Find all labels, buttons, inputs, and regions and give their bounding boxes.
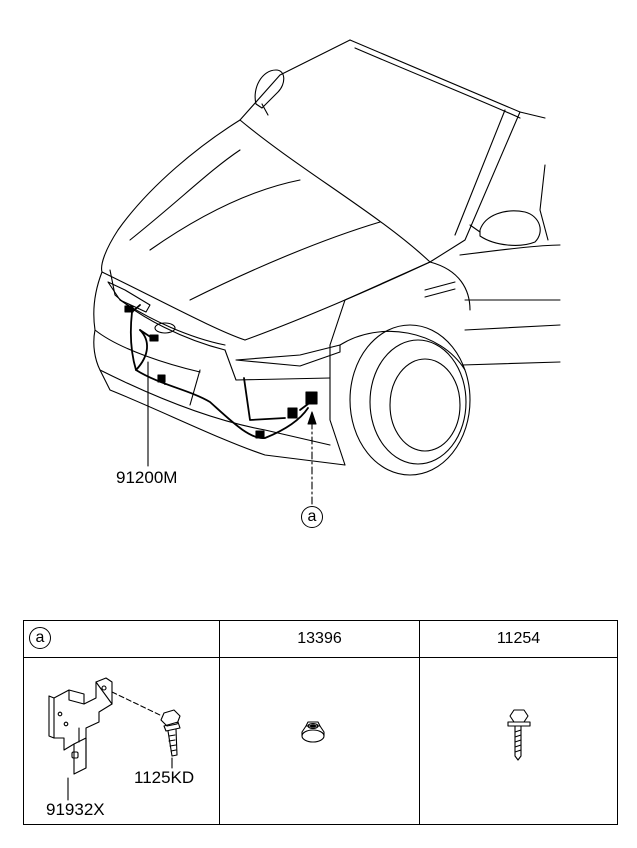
hood-outline xyxy=(101,119,431,341)
column-a-callout-marker: a xyxy=(29,627,51,649)
flange-bolt-icon xyxy=(507,709,531,761)
column-13396-cell xyxy=(219,657,420,825)
windshield-outline xyxy=(239,39,546,263)
flange-nut-icon xyxy=(301,721,325,743)
right-mirror xyxy=(469,210,541,246)
parts-table-header-row: a 13396 11254 xyxy=(23,620,618,658)
brand-emblem xyxy=(154,322,176,334)
left-mirror xyxy=(254,69,285,116)
left-headlight xyxy=(107,281,151,313)
parts-table: a 13396 11254 xyxy=(23,620,618,825)
bolt-part-label: 1125KD xyxy=(134,768,195,787)
front-wiring-harness xyxy=(129,304,317,439)
column-11254-cell xyxy=(419,657,618,825)
body-side xyxy=(329,164,561,366)
vehicle-front-illustration xyxy=(93,39,561,505)
front-wheel xyxy=(339,324,471,476)
column-13396-header: 13396 xyxy=(219,620,420,658)
parts-table-body-row: 1125KD 91932X xyxy=(23,657,618,825)
bracket-part-label: 91932X xyxy=(46,800,105,819)
harness-connectors xyxy=(124,305,318,439)
bracket-icon xyxy=(48,677,113,775)
callout-a-marker: a xyxy=(301,506,323,528)
harness-part-label: 91200M xyxy=(116,468,178,487)
column-a-cell: 1125KD 91932X xyxy=(23,657,220,825)
bolt-insertion-dashed-line xyxy=(111,691,163,717)
bracket-and-bolt-drawing xyxy=(48,677,181,801)
right-headlight xyxy=(235,344,341,367)
callout-arrow-icon xyxy=(307,411,317,425)
front-bumper xyxy=(93,269,346,466)
column-a-header: a xyxy=(23,620,220,658)
bolt-1125kd-icon xyxy=(160,709,181,757)
column-11254-header: 11254 xyxy=(419,620,618,658)
